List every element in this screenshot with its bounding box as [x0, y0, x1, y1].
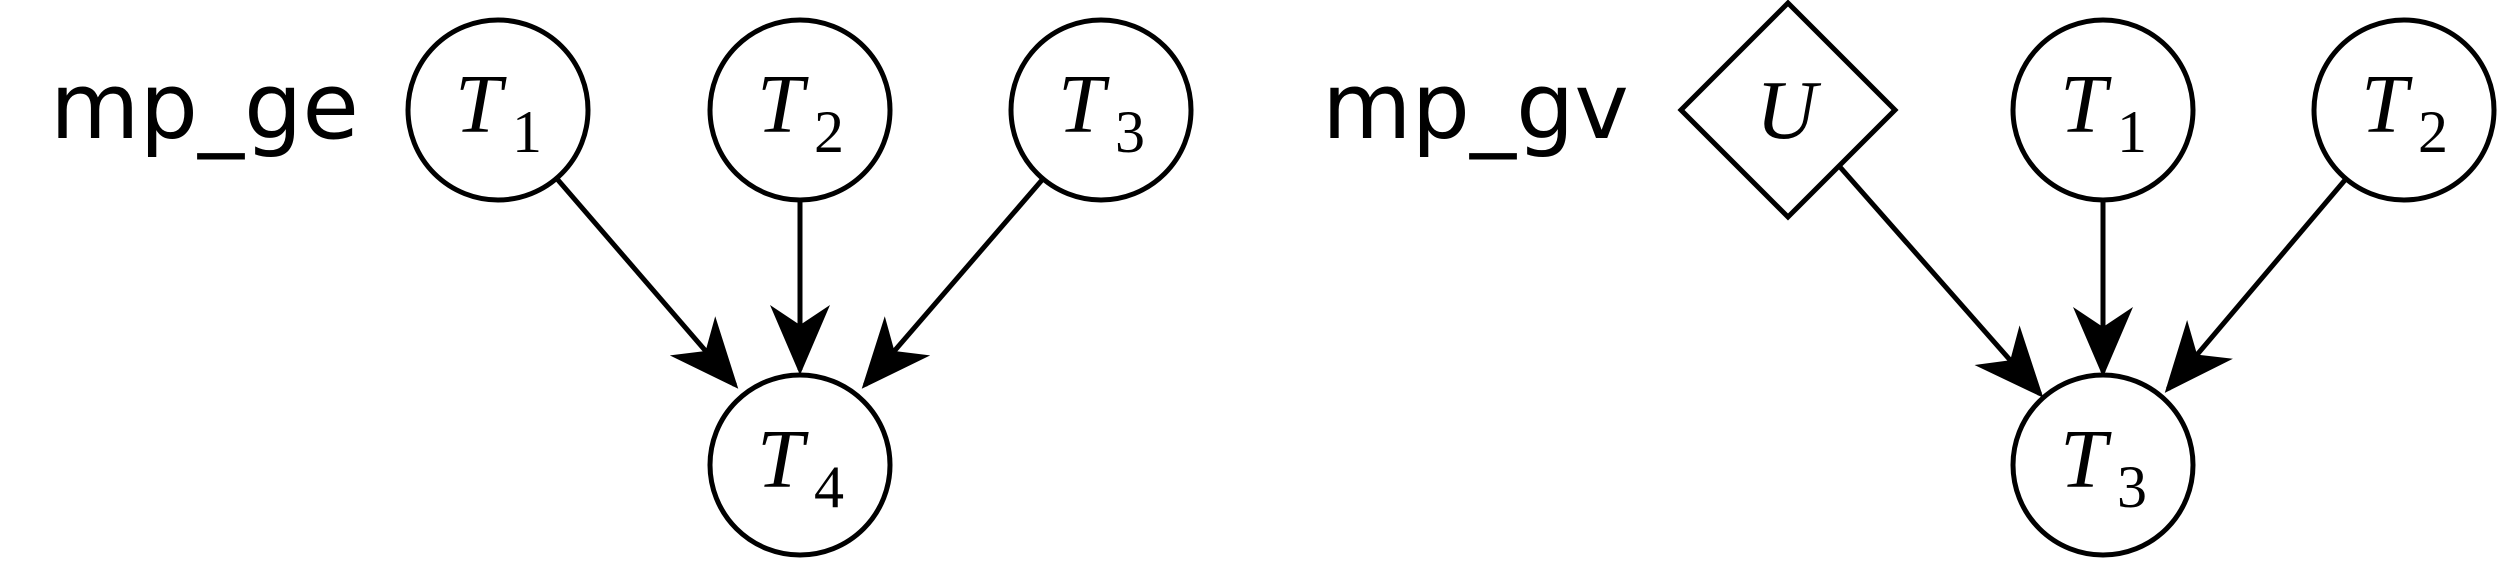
- diagram-label: mp_ge: [50, 53, 359, 160]
- node-sub: 2: [2418, 99, 2448, 165]
- node-var: T: [455, 58, 507, 151]
- node-t1: T 1: [2010, 17, 2196, 203]
- node-var: T: [757, 58, 809, 151]
- diagram-mp-gv: mp_gv U T 1 T 2 T 3: [1322, 0, 2497, 558]
- edge-t2-t3: [2164, 178, 2347, 393]
- node-t4: T 4: [707, 372, 893, 558]
- node-circle: [707, 372, 893, 558]
- diagram-mp-ge: mp_ge T 1 T 2 T 3 T 4: [50, 17, 1194, 558]
- node-diamond: [1677, 0, 1899, 221]
- node-circle: [405, 17, 591, 203]
- node-t3: T 3: [2010, 372, 2196, 558]
- node-circle: [2010, 17, 2196, 203]
- node-circle: [707, 17, 893, 203]
- diagram-label: mp_gv: [1322, 53, 1629, 160]
- edges: [556, 178, 1044, 389]
- node-sub: 4: [814, 454, 844, 520]
- node-sub: 2: [814, 99, 844, 165]
- edge-t1-t4: [556, 178, 739, 389]
- node-var: T: [2060, 58, 2112, 151]
- node-circle: [2311, 17, 2497, 203]
- node-sub: 3: [1115, 99, 1145, 165]
- edges: [1838, 165, 2347, 398]
- node-u: U: [1677, 0, 1899, 221]
- node-var: T: [2361, 58, 2413, 151]
- node-var: T: [1058, 58, 1110, 151]
- node-sub: 1: [512, 99, 542, 165]
- node-var: U: [1756, 64, 1822, 157]
- node-sub: 1: [2117, 99, 2147, 165]
- edge-u-t3: [1838, 165, 2044, 398]
- node-var: T: [757, 413, 809, 506]
- node-circle: [2010, 372, 2196, 558]
- node-t2: T 2: [2311, 17, 2497, 203]
- node-sub: 3: [2117, 454, 2147, 520]
- node-t3: T 3: [1008, 17, 1194, 203]
- node-var: T: [2060, 413, 2112, 506]
- node-t1: T 1: [405, 17, 591, 203]
- node-t2: T 2: [707, 17, 893, 203]
- edge-t3-t4: [861, 178, 1044, 389]
- node-circle: [1008, 17, 1194, 203]
